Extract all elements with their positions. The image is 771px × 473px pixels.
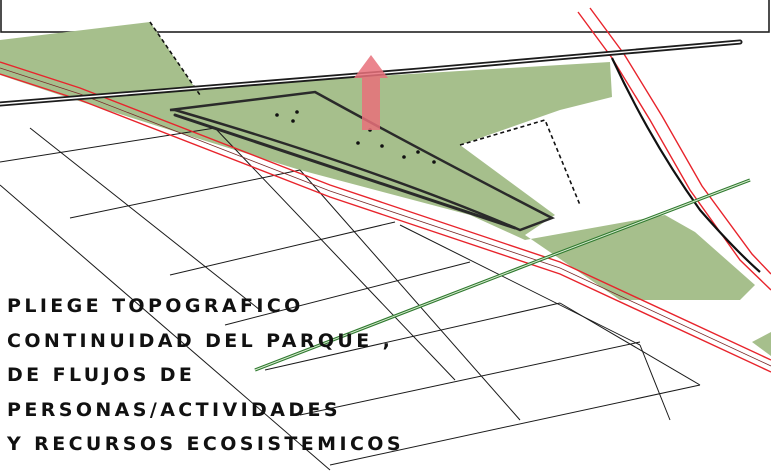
caption-line-5: Y RECURSOS ECOSISTEMICOS [7, 433, 404, 455]
caption-line-2: CONTINUIDAD DEL PARQUE , [7, 329, 394, 352]
park-areas [0, 21, 771, 356]
park-central-fold [60, 62, 755, 300]
rail-line [0, 39, 743, 107]
park-dashed-edge-right [459, 119, 581, 206]
street-grid [0, 127, 701, 471]
caption-line-3: DE FLUJOS DE [7, 364, 196, 386]
fold-structure [169, 90, 556, 232]
main-road [0, 61, 771, 373]
park-right-corner [752, 332, 771, 356]
header-frame [0, 0, 770, 33]
right-edge-curve [611, 57, 761, 273]
arrow-up-icon [354, 55, 388, 130]
caption-line-4: PERSONAS/ACTIVIDADES [7, 398, 341, 421]
caption-line-1: PLIEGE TOPOGRAFICO [7, 295, 304, 317]
green-corridor [254, 178, 751, 372]
curving-road [577, 7, 771, 291]
diagram-caption: PLIEGE TOPOGRAFICO CONTINUIDAD DEL PARQU… [7, 289, 404, 462]
park-left-wedge [0, 22, 200, 110]
park-dashed-edge-top [149, 21, 201, 96]
